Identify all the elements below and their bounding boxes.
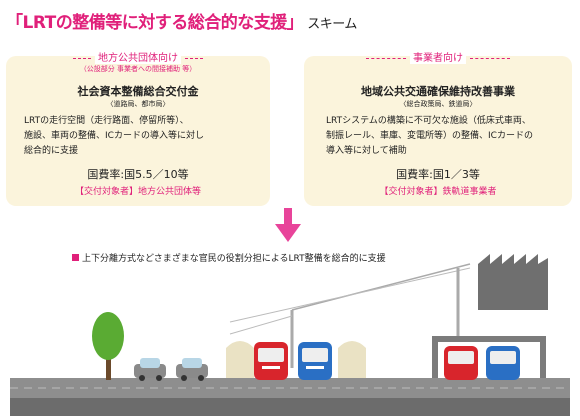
factory-icon (478, 254, 548, 310)
subsidy-description: LRTシステムの構築に不可欠な施設（低床式車両、 制振レール、車庫、変電所等）の… (326, 116, 533, 156)
operator-section-label: 事業者向け (304, 49, 572, 64)
shelter-icon (338, 341, 366, 378)
tram-icon (444, 346, 478, 380)
car-icon (134, 358, 166, 381)
local-government-section-label: 地方公共団体向け (6, 49, 270, 64)
subsidy-rate: 国費率:国1／3等 (396, 168, 480, 181)
title-main: 「LRTの整備等に対する総合的な支援」 (6, 13, 304, 33)
lrt-illustration (10, 254, 570, 416)
tram-icon (486, 346, 520, 380)
local-government-panel: 地方公共団体向け （公設部分 事業者への間接補助 等） 社会資本整備総合交付金 … (6, 53, 270, 206)
operator-panel: 事業者向け 地域公共交通確保維持改善事業 〈総合政策局、鉄道局〉 LRTシステム… (304, 53, 572, 206)
car-icon (176, 358, 208, 381)
tram-icon (254, 342, 288, 380)
grant-target: 【交付対象者】地方公共団体等 (74, 187, 201, 197)
grant-program-name: 社会資本整備総合交付金 (77, 85, 199, 98)
subsidy-bureaus: 〈総合政策局、鉄道局〉 (399, 100, 477, 108)
ground (10, 398, 570, 416)
utility-pole-icon (229, 263, 471, 368)
grant-description: LRTの走行空間（走行路面、停留所等）、 施設、車両の整備、ICカードの導入等に… (24, 116, 204, 156)
local-government-section-note: （公設部分 事業者への間接補助 等） (79, 65, 197, 73)
down-arrow-icon (275, 208, 301, 242)
tree-icon (92, 312, 124, 380)
title-subtitle: スキーム (307, 17, 357, 32)
shelter-icon (226, 341, 254, 378)
grant-subsidy-rate: 国費率:国5.5／10等 (87, 168, 189, 181)
subsidy-program-name: 地域公共交通確保維持改善事業 (361, 85, 515, 98)
tram-icon (298, 342, 332, 380)
page-title: 「LRTの整備等に対する総合的な支援」スキーム (6, 8, 357, 33)
subsidy-target: 【交付対象者】鉄軌道事業者 (379, 187, 497, 197)
scheme-caption: 上下分離方式などさまざまな官民の役割分担によるLRT整備を総合的に支援 (72, 251, 386, 264)
grant-bureaus: 〈道路局、都市局〉 (106, 100, 170, 108)
